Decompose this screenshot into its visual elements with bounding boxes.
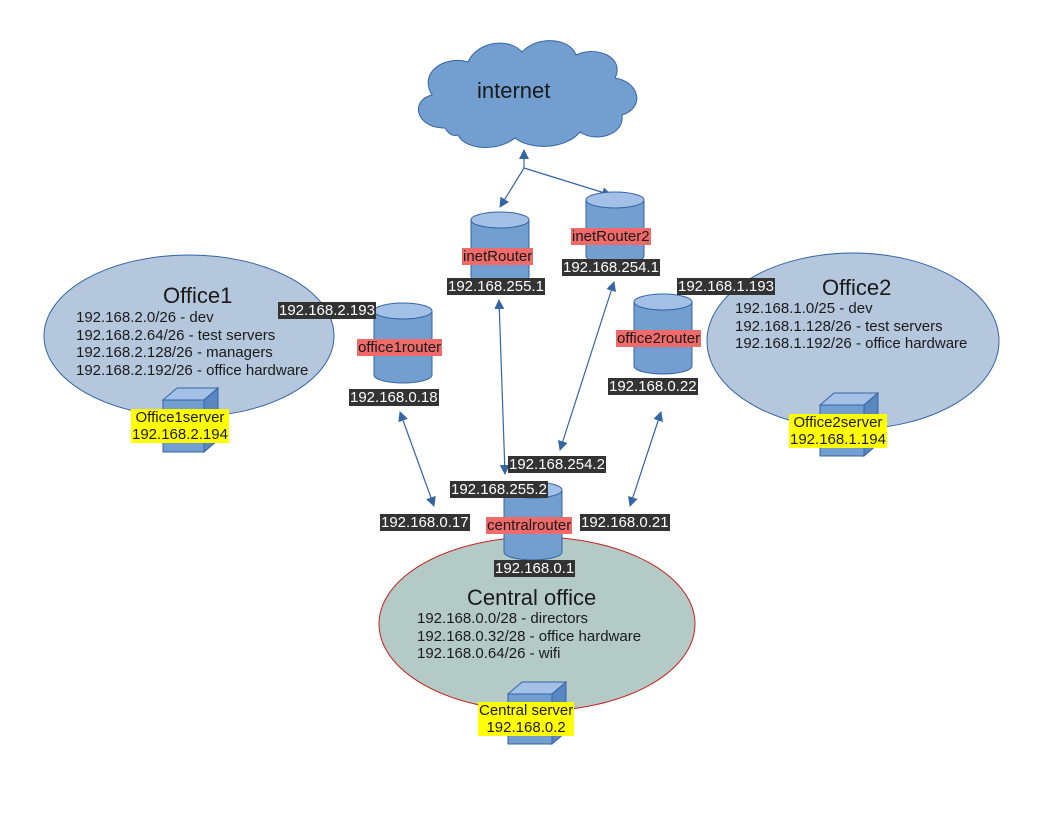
link-internet-inetrouter2 (523, 167, 612, 198)
subnet-entry: 192.168.1.128/26 - test servers (735, 317, 943, 335)
centralrouter-inet1-ip: 192.168.255.2 (450, 481, 548, 498)
office2-title: Office2 (822, 275, 892, 300)
inetrouter2-name: inetRouter2 (571, 228, 651, 245)
centralrouter-name: centralrouter (486, 517, 573, 534)
centralrouter-office1-ip: 192.168.0.17 (380, 514, 470, 531)
subnet-entry: 192.168.2.64/26 - test servers (76, 326, 276, 344)
office1router-wan-ip: 192.168.0.18 (349, 389, 439, 406)
link-inetrouter-central (494, 299, 510, 475)
central-server-label: Central server 192.168.0.2 (478, 702, 575, 736)
inetrouter2-ip: 192.168.254.1 (562, 259, 660, 276)
central-office-title: Central office (467, 585, 597, 610)
link-inetrouter2-central (557, 281, 617, 451)
centralrouter-lan-ip: 192.168.0.1 (494, 560, 576, 577)
subnet-entry: 192.168.0.0/28 - directors (417, 610, 588, 627)
office2router-lan-ip: 192.168.1.193 (677, 278, 775, 295)
office1router-name: office1router (357, 339, 443, 356)
inetrouter-name: inetRouter (462, 248, 534, 265)
office1server-ip: 192.168.2.194 (132, 426, 228, 443)
office2router-wan-ip: 192.168.0.22 (608, 378, 698, 395)
central-subnet-list: 192.168.0.0/28 - directors 192.168.0.32/… (417, 610, 641, 663)
office1server-label: Office1server 192.168.2.194 (131, 409, 229, 443)
office2server-name: Office2server (793, 414, 883, 431)
subnet-entry: 192.168.0.32/28 - office hardware (417, 627, 642, 645)
office2-subnet-list: 192.168.1.0/25 - dev 192.168.1.128/26 - … (735, 300, 967, 353)
centralrouter-inet2-ip: 192.168.254.2 (508, 456, 606, 473)
centralrouter-office2-ip: 192.168.0.21 (580, 514, 670, 531)
central-server-name: Central server (479, 702, 574, 719)
office1router-lan-ip: 192.168.2.193 (278, 302, 376, 319)
office2router-name: office2router (616, 330, 702, 347)
office2server-label: Office2server 192.168.1.194 (789, 414, 887, 448)
subnet-entry: 192.168.2.192/26 - office hardware (76, 361, 309, 379)
link-office1router-central (398, 411, 436, 507)
office1-title: Office1 (163, 283, 233, 308)
office2server-ip: 192.168.1.194 (790, 431, 886, 448)
internet-cloud-icon (417, 40, 638, 148)
subnet-entry: 192.168.1.0/25 - dev (735, 300, 873, 317)
office1-subnet-list: 192.168.2.0/26 - dev 192.168.2.64/26 - t… (76, 309, 308, 379)
subnet-entry: 192.168.1.192/26 - office hardware (735, 335, 968, 352)
inetrouter-ip: 192.168.255.1 (447, 278, 545, 295)
central-server-ip: 192.168.0.2 (486, 719, 566, 736)
subnet-entry: 192.168.2.0/26 - dev (76, 309, 214, 326)
subnet-entry: 192.168.2.128/26 - managers (76, 344, 273, 361)
link-office2router-central (628, 411, 663, 507)
subnet-entry: 192.168.0.64/26 - wifi (417, 645, 561, 662)
link-internet-inetrouter (499, 167, 525, 208)
internet-label: internet (477, 78, 551, 103)
links (398, 149, 663, 507)
office1server-name: Office1server (135, 409, 225, 426)
